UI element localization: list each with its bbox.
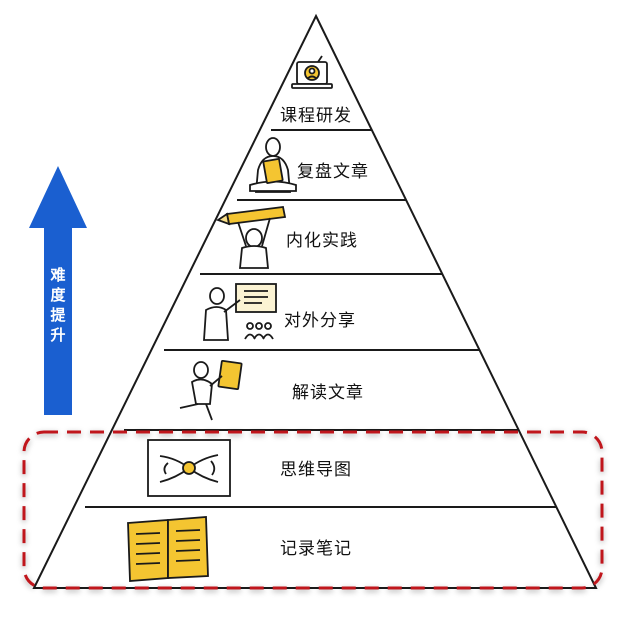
person-presenting-board-icon (203, 283, 277, 341)
level-label: 内化实践 (286, 231, 358, 251)
mind-map-icon (147, 439, 231, 497)
arrow-up-icon (29, 166, 87, 415)
level-label: 记录笔记 (280, 539, 352, 559)
person-holding-notes-icon (249, 137, 297, 193)
pyramid-outline (32, 13, 598, 589)
arrow-label-char: 难 (49, 266, 65, 284)
open-book-icon (127, 516, 209, 582)
arrow-label-char: 提 (50, 306, 66, 324)
level-label: 解读文章 (292, 383, 364, 403)
difficulty-arrow: 难 度 提 升 (29, 166, 87, 415)
level-label: 课程研发 (280, 106, 352, 126)
arrow-label-char: 升 (50, 326, 65, 344)
level-label: 复盘文章 (297, 162, 369, 182)
person-reading-paper-icon (179, 359, 243, 421)
highlight-box (22, 430, 604, 590)
arrow-label-char: 度 (50, 286, 66, 304)
laptop-presenter-icon (291, 55, 333, 89)
person-lifting-pencil-icon (216, 206, 287, 269)
level-label: 思维导图 (280, 460, 352, 480)
level-label: 对外分享 (284, 311, 356, 331)
